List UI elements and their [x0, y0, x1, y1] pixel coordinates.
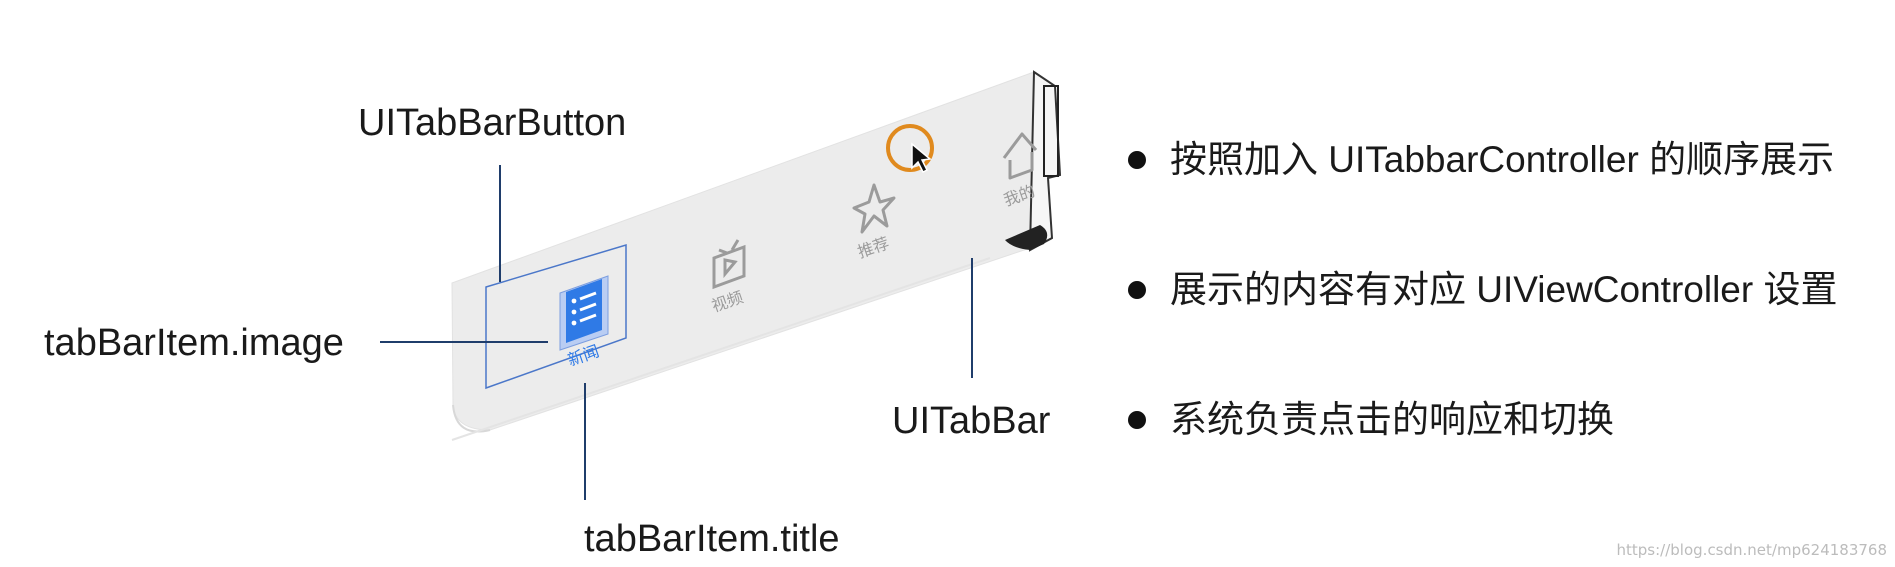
bullet-text: 系统负责点击的响应和切换 — [1170, 399, 1614, 440]
tv-play-icon — [712, 239, 746, 290]
cursor-ring — [886, 124, 934, 172]
star-icon — [852, 183, 896, 234]
tab-bar-shadow-line — [451, 257, 991, 441]
bullet-item: 按照加入 UITabbarController 的顺序展示 — [1128, 138, 1837, 182]
label-tab-bar-item-title: tabBarItem.title — [584, 518, 840, 560]
peeled-corner — [1005, 70, 1062, 252]
bullet-list: 按照加入 UITabbarController 的顺序展示 展示的内容有对应 U… — [1128, 138, 1837, 528]
bullet-text: 展示的内容有对应 UIViewController 设置 — [1170, 269, 1838, 310]
tab-bar-button-outline — [485, 243, 627, 390]
bullet-item: 展示的内容有对应 UIViewController 设置 — [1128, 268, 1837, 312]
bullet-item: 系统负责点击的响应和切换 — [1128, 398, 1837, 442]
bullet-dot — [1128, 151, 1146, 169]
label-tab-bar: UITabBar — [892, 400, 1051, 442]
label-tab-bar-button: UITabBarButton — [358, 102, 627, 144]
watermark: https://blog.csdn.net/mp624183768 — [1616, 541, 1887, 559]
home-icon — [1002, 132, 1038, 180]
document-list-icon — [559, 275, 609, 351]
label-tab-bar-item-image: tabBarItem.image — [44, 322, 344, 364]
bullet-dot — [1128, 281, 1146, 299]
tab-bar-bottom-edge — [452, 404, 491, 433]
bullet-text: 按照加入 UITabbarController 的顺序展示 — [1170, 139, 1835, 180]
bullet-dot — [1128, 411, 1146, 429]
cursor-arrow-icon — [911, 142, 932, 174]
